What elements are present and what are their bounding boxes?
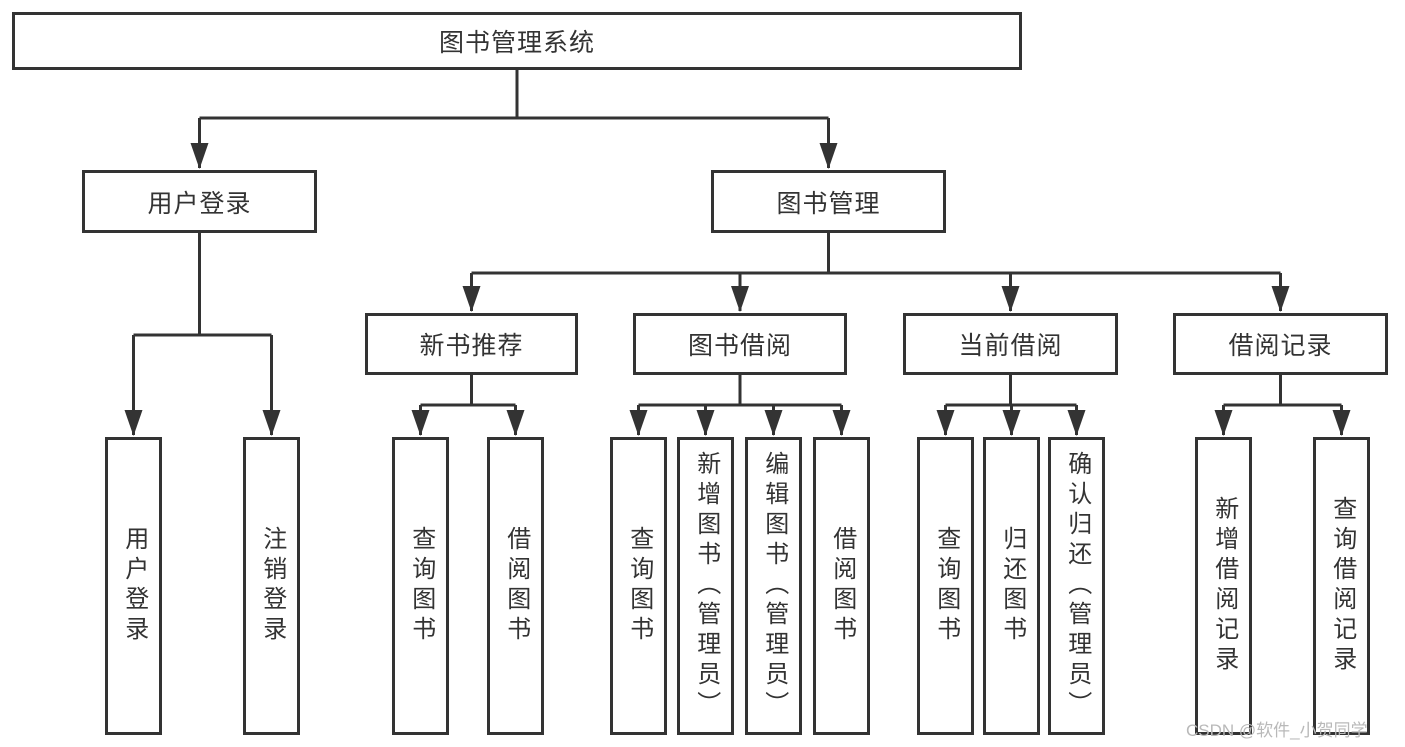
node-user-login: 用户登录 bbox=[82, 170, 317, 233]
node-book-management: 图书管理 bbox=[711, 170, 946, 233]
leaf-query-books-current: 查询图书 bbox=[917, 437, 974, 735]
leaf-label: 注销登录 bbox=[258, 526, 286, 646]
leaf-label: 新增借阅记录 bbox=[1210, 496, 1238, 676]
leaf-label: 查询图书 bbox=[625, 526, 653, 646]
leaf-add-books-admin: 新增图书（管理员） bbox=[677, 437, 734, 735]
leaf-user-login: 用户登录 bbox=[105, 437, 162, 735]
leaf-query-borrow-record: 查询借阅记录 bbox=[1313, 437, 1370, 735]
leaf-borrow-books: 借阅图书 bbox=[813, 437, 870, 735]
leaf-label: 用户登录 bbox=[120, 526, 148, 646]
leaf-label: 归还图书 bbox=[998, 526, 1026, 646]
node-current-borrowing: 当前借阅 bbox=[903, 313, 1118, 375]
csdn-watermark: CSDN @软件_小贺同学 bbox=[1186, 721, 1368, 740]
leaf-label: 确认归还（管理员） bbox=[1063, 451, 1091, 721]
node-book-borrowing: 图书借阅 bbox=[633, 313, 847, 375]
leaf-confirm-return-admin: 确认归还（管理员） bbox=[1048, 437, 1105, 735]
leaf-label: 借阅图书 bbox=[828, 526, 856, 646]
leaf-edit-books-admin: 编辑图书（管理员） bbox=[745, 437, 802, 735]
leaf-label: 借阅图书 bbox=[502, 526, 530, 646]
leaf-label: 查询借阅记录 bbox=[1328, 496, 1356, 676]
leaf-borrow-books-recommend: 借阅图书 bbox=[487, 437, 544, 735]
node-library-management-system: 图书管理系统 bbox=[12, 12, 1022, 70]
leaf-query-books-borrow: 查询图书 bbox=[610, 437, 667, 735]
node-new-book-recommendation: 新书推荐 bbox=[365, 313, 578, 375]
leaf-label: 编辑图书（管理员） bbox=[760, 451, 788, 721]
leaf-return-books: 归还图书 bbox=[983, 437, 1040, 735]
leaf-add-borrow-record: 新增借阅记录 bbox=[1195, 437, 1252, 735]
leaf-label: 新增图书（管理员） bbox=[692, 451, 720, 721]
leaf-label: 查询图书 bbox=[932, 526, 960, 646]
leaf-query-books-recommend: 查询图书 bbox=[392, 437, 449, 735]
node-borrowing-records: 借阅记录 bbox=[1173, 313, 1388, 375]
leaf-logout: 注销登录 bbox=[243, 437, 300, 735]
leaf-label: 查询图书 bbox=[407, 526, 435, 646]
